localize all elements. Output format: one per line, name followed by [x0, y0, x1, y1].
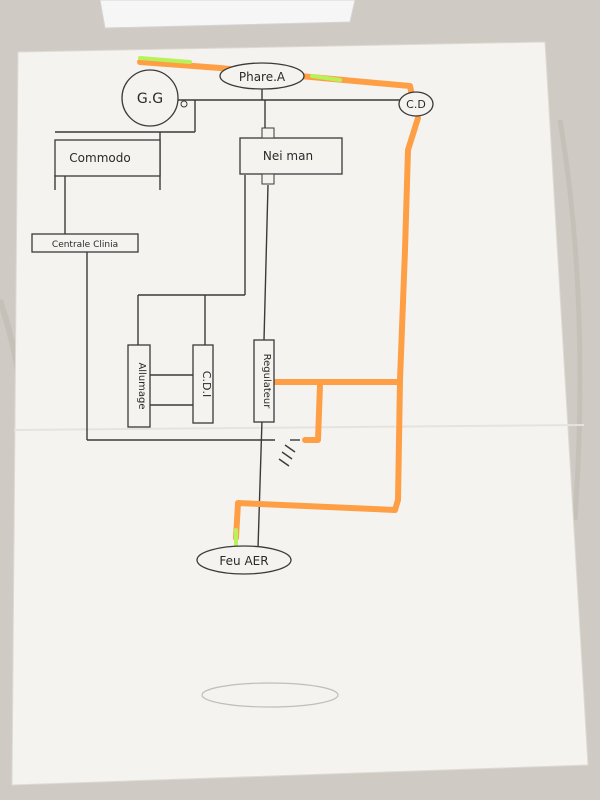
regulateur-label: Regulateur — [261, 354, 272, 410]
neiman-box: Nei man — [239, 137, 343, 175]
gg-label: G.G — [137, 91, 163, 107]
phare-label: Phare.A — [239, 70, 286, 84]
centrale-box: Centrale Clinia — [31, 233, 139, 253]
erased-ellipse-mark — [201, 682, 339, 708]
neiman-bottom-connector — [261, 173, 275, 185]
centrale-label: Centrale Clinia — [52, 240, 118, 250]
regulateur-box: Regulateur — [253, 339, 275, 423]
allumage-box: Allumage — [127, 344, 151, 428]
pencil-wires — [54, 88, 400, 549]
cdi-box: C.D.I — [192, 344, 214, 424]
fabric-fold — [557, 119, 583, 521]
cd-label: C.D — [406, 98, 426, 111]
commodo-label: Commodo — [69, 151, 130, 165]
paper-crease — [13, 424, 585, 431]
green-highlight-accents — [138, 56, 342, 547]
paper-sheet — [11, 41, 589, 786]
neiman-label: Nei man — [263, 149, 313, 163]
feu-node: Feu AER — [196, 545, 292, 575]
commodo-box: Commodo — [54, 139, 161, 177]
phare-node: Phare.A — [219, 62, 305, 90]
gg-side-terminal — [180, 100, 188, 108]
cd-node: C.D — [398, 91, 434, 117]
cdi-label: C.D.I — [200, 371, 213, 397]
allumage-label: Allumage — [136, 362, 147, 409]
neiman-top-connector — [261, 127, 275, 139]
top-paper-strip — [99, 0, 356, 29]
feu-label: Feu AER — [219, 554, 268, 568]
gg-node: G.G — [121, 69, 179, 127]
